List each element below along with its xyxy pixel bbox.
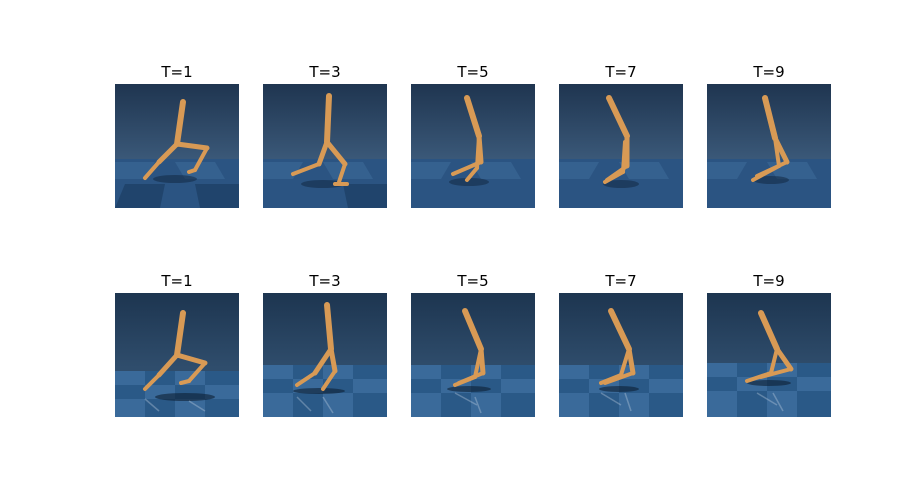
panel-title: T=3 [309, 63, 341, 81]
panel-title: T=9 [753, 272, 785, 290]
walker-frame [411, 293, 535, 417]
walker-frame [115, 84, 239, 208]
walker-frame [559, 84, 683, 208]
panel-title: T=1 [161, 63, 193, 81]
walker-render [411, 84, 535, 208]
panel-title: T=7 [605, 272, 637, 290]
walker-frame [115, 293, 239, 417]
walker-frame [707, 84, 831, 208]
walker-frame [263, 293, 387, 417]
panel-title: T=9 [753, 63, 785, 81]
panel-title: T=7 [605, 63, 637, 81]
walker-render [115, 293, 239, 417]
walker-render [115, 84, 239, 208]
walker-frame [559, 293, 683, 417]
panel-title: T=1 [161, 272, 193, 290]
walker-render [411, 293, 535, 417]
walker-frame [263, 84, 387, 208]
walker-render [263, 84, 387, 208]
walker-frame [411, 84, 535, 208]
panel-title: T=5 [457, 272, 489, 290]
walker-render [707, 84, 831, 208]
panel-title: T=3 [309, 272, 341, 290]
walker-render [559, 293, 683, 417]
walker-render [559, 84, 683, 208]
walker-render [707, 293, 831, 417]
walker-frame [707, 293, 831, 417]
walker-render [263, 293, 387, 417]
panel-title: T=5 [457, 63, 489, 81]
